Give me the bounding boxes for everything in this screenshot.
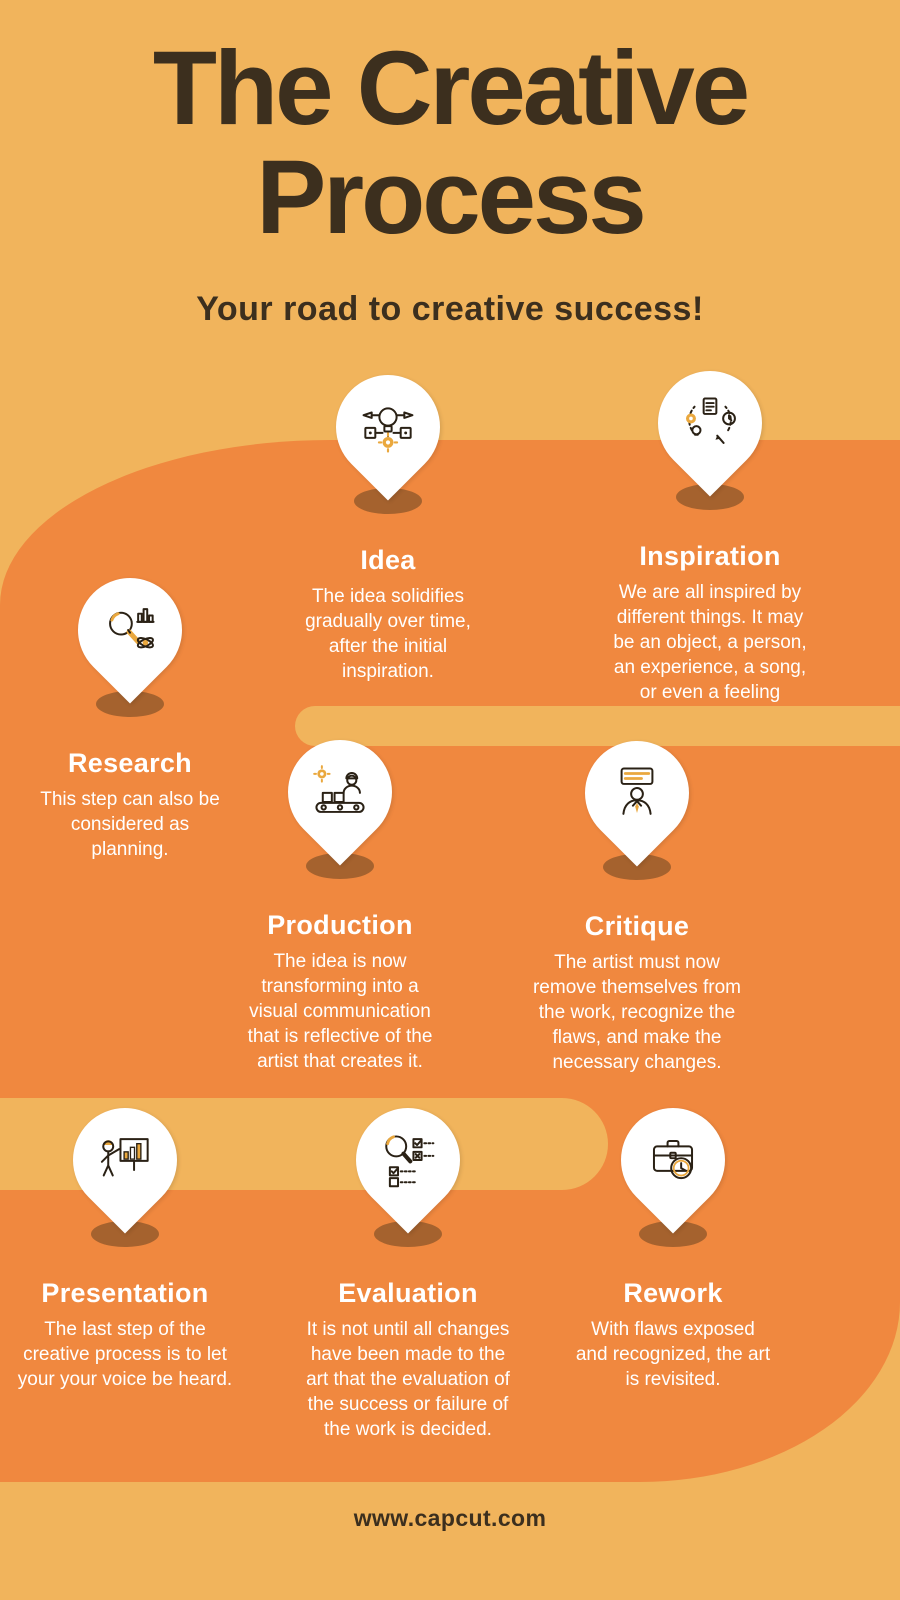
map-pin (334, 1086, 482, 1234)
step-description: The artist must now remove themselves fr… (532, 952, 741, 1073)
map-pin (636, 349, 784, 497)
step-description: With flaws exposed and recognized, the a… (575, 1319, 771, 1390)
map-pin (56, 556, 204, 704)
website-url: www.capcut.com (353, 1505, 547, 1531)
step-description: It is not until all changes have been ma… (306, 1319, 510, 1440)
map-pin-evaluation (333, 1086, 483, 1255)
step-research: Research This step can also be considere… (10, 556, 250, 862)
step-rework: Rework With flaws exposed and recognized… (543, 1086, 803, 1392)
step-presentation: Presentation The last step of the creati… (0, 1086, 250, 1392)
page-subtitle: Your road to creative success! (196, 290, 704, 328)
step-critique: Critique The artist must now remove them… (507, 719, 767, 1075)
step-description: This step can also be considered as plan… (40, 789, 220, 860)
idea-lightbulb-icon (359, 398, 417, 456)
rework-toolbox-icon (644, 1131, 702, 1189)
step-description: The idea is now transforming into a visu… (247, 951, 433, 1072)
map-pin-research (55, 556, 205, 725)
step-production: Production The idea is now transforming … (215, 718, 465, 1074)
map-pin-inspiration (635, 349, 785, 518)
production-conveyor-icon (311, 763, 369, 821)
step-inspiration: Inspiration We are all inspired by diffe… (560, 349, 860, 705)
step-title: Research (68, 748, 192, 778)
step-title: Production (267, 910, 413, 940)
step-title: Critique (584, 911, 690, 941)
page-title: The Creative Process (0, 30, 900, 257)
road-upper-segment (0, 440, 900, 1190)
map-pin-production (265, 718, 415, 887)
step-description: The idea solidifies gradually over time,… (305, 586, 471, 682)
map-pin (266, 718, 414, 866)
map-pin (51, 1086, 199, 1234)
map-pin (314, 353, 462, 501)
step-description: The last step of the creative process is… (17, 1319, 233, 1390)
presentation-chart-icon (96, 1131, 154, 1189)
step-title: Inspiration (639, 541, 781, 571)
critique-review-icon (608, 764, 666, 822)
map-pin-rework (598, 1086, 748, 1255)
road-gap-top (295, 706, 900, 746)
step-evaluation: Evaluation It is not until all changes h… (278, 1086, 538, 1442)
step-title: Presentation (41, 1278, 209, 1308)
step-title: Evaluation (338, 1278, 478, 1308)
page-title-line2: Process (256, 139, 647, 257)
research-magnifier-icon (101, 601, 159, 659)
map-pin-idea (313, 353, 463, 522)
inspiration-cycle-icon (681, 394, 739, 452)
map-pin (599, 1086, 747, 1234)
map-pin (563, 719, 711, 867)
map-pin-presentation (50, 1086, 200, 1255)
step-description: We are all inspired by different things.… (613, 582, 807, 703)
step-idea: Idea The idea solidifies gradually over … (268, 353, 508, 684)
map-pin-critique (562, 719, 712, 888)
evaluation-checklist-icon (379, 1131, 437, 1189)
page-title-line1: The Creative (152, 30, 750, 147)
step-title: Rework (623, 1278, 723, 1308)
step-title: Idea (360, 545, 416, 575)
